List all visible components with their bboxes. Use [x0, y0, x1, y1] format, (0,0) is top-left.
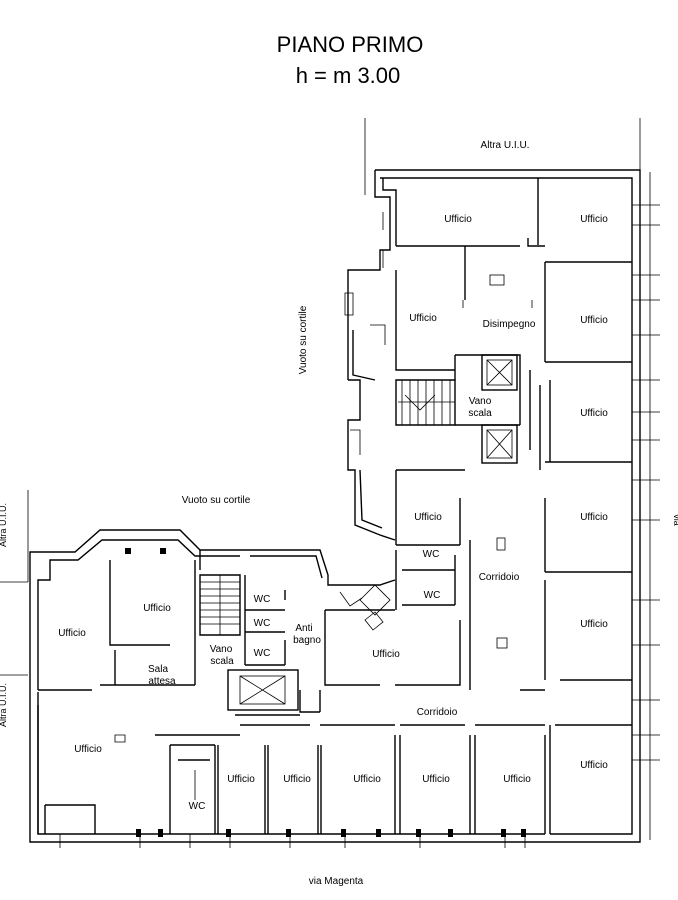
details	[462, 274, 533, 649]
east-partitions	[324, 178, 632, 834]
west-partitions	[37, 550, 321, 834]
room-label: Anti	[295, 623, 312, 634]
room-label: bagno	[293, 635, 321, 646]
room-label: Ufficio	[503, 774, 531, 785]
room-label: Ufficio	[372, 649, 400, 660]
room-label: WC	[254, 618, 271, 629]
room-label: Disimpegno	[483, 319, 536, 330]
label-top-neighbour: Altra U.I.U.	[481, 140, 530, 151]
room-label: Corridoio	[417, 707, 458, 718]
room-label: Ufficio	[580, 760, 608, 771]
outer-walls	[29, 169, 641, 843]
room-label: scala	[468, 408, 492, 419]
room-label: Ufficio	[74, 744, 102, 755]
room-label: Ufficio	[283, 774, 311, 785]
room-label: WC	[424, 590, 441, 601]
room-label: Corridoio	[479, 572, 520, 583]
room-label: Ufficio	[580, 315, 608, 326]
label-left-neighbour-bottom: Altra U.I.U.	[0, 683, 8, 727]
room-label: Ufficio	[422, 774, 450, 785]
room-label: Ufficio	[580, 214, 608, 225]
room-label: Ufficio	[143, 603, 171, 614]
room-label: Sala	[148, 664, 168, 675]
window-marks	[59, 204, 660, 848]
room-label: Ufficio	[414, 512, 442, 523]
room-label: WC	[423, 549, 440, 560]
label-courtyard-vertical: Vuoto su cortile	[298, 305, 309, 374]
room-label: WC	[254, 648, 271, 659]
room-label: Ufficio	[580, 619, 608, 630]
room-label: Ufficio	[444, 214, 472, 225]
room-label: Ufficio	[353, 774, 381, 785]
property-boundaries	[0, 118, 651, 840]
label-street: via Magenta	[309, 876, 364, 887]
room-label: Ufficio	[227, 774, 255, 785]
room-label: Ufficio	[58, 628, 86, 639]
label-right-edge: via	[672, 514, 678, 526]
room-labels: Ufficio Ufficio Ufficio Disimpegno Uffic…	[58, 214, 608, 812]
room-label: WC	[254, 594, 271, 605]
room-label: Vano	[469, 396, 492, 407]
room-label: attesa	[148, 676, 176, 687]
label-left-neighbour-top: Altra U.I.U.	[0, 503, 8, 547]
plan-title: PIANO PRIMO	[277, 32, 424, 57]
room-label: Ufficio	[580, 408, 608, 419]
plan-subtitle: h = m 3.00	[296, 63, 401, 88]
label-courtyard-horizontal: Vuoto su cortile	[182, 495, 251, 506]
room-label: Ufficio	[409, 313, 437, 324]
room-label: scala	[210, 656, 234, 667]
room-label: WC	[189, 801, 206, 812]
bottom-partitions	[155, 724, 546, 834]
room-label: Vano	[210, 644, 233, 655]
room-label: Ufficio	[580, 512, 608, 523]
